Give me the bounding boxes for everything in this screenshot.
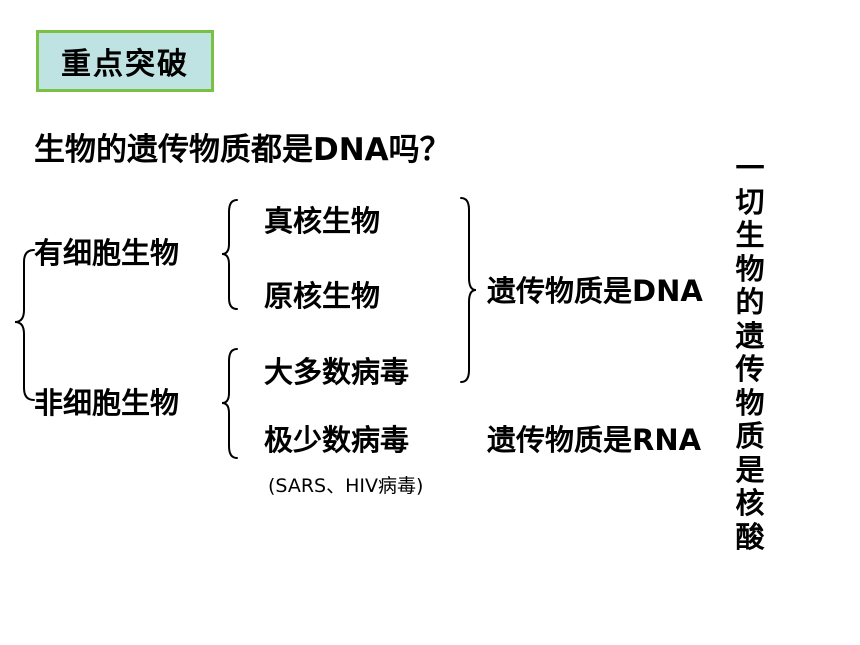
brace-noncellular <box>221 348 238 459</box>
section-badge: 重点突破 <box>36 30 214 92</box>
label-dna-genetic-material: 遗传物质是DNA <box>487 274 703 308</box>
label-eukaryotes: 真核生物 <box>264 204 381 238</box>
label-rna-genetic-material: 遗传物质是RNA <box>487 423 702 457</box>
brace-dna-group <box>460 197 477 383</box>
label-prokaryotes: 原核生物 <box>264 279 381 313</box>
brace-left-outer <box>14 249 35 401</box>
section-badge-label: 重点突破 <box>61 47 189 82</box>
question-heading: 生物的遗传物质都是DNA吗？ <box>34 132 451 168</box>
label-few-viruses: 极少数病毒 <box>264 423 410 457</box>
label-noncellular-organisms: 非细胞生物 <box>34 386 180 420</box>
conclusion-vertical-text: 一切生物的遗传物质是 核酸 <box>735 151 765 554</box>
label-cellular-organisms: 有细胞生物 <box>34 236 180 270</box>
note-sars-hiv: (SARS、HIV病毒) <box>268 475 424 497</box>
label-most-viruses: 大多数病毒 <box>264 355 410 389</box>
brace-cellular <box>221 199 238 310</box>
